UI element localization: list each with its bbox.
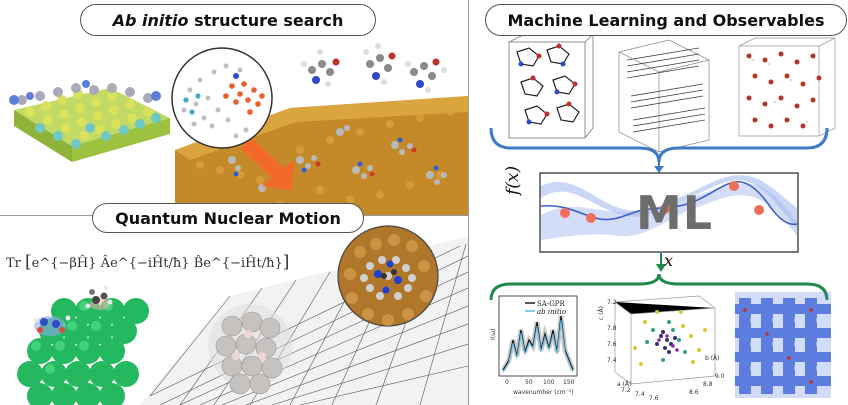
scatter-3d-plot: 7.8 7.6 7.4 7.2 c (Å) 7.2 7.4 7.6 a (Å) … bbox=[598, 295, 725, 402]
spectrum-plot: SA-GPR ab initio 0 50 100 150 wavenumber… bbox=[490, 295, 578, 396]
crystal-box-3 bbox=[738, 37, 836, 137]
orange-arrow bbox=[240, 138, 294, 190]
spectrum-tick-100: 100 bbox=[543, 379, 555, 386]
ring-polymer-molecule bbox=[33, 285, 113, 336]
title-rest-part: structure search bbox=[194, 10, 344, 30]
fx-axis-label: f(x) bbox=[503, 165, 523, 195]
trace-argument: e^{−βĤ} Âe^{−iĤt/ħ} B̂e^{−iĤt/ħ} bbox=[31, 256, 283, 271]
structure-search-illustration bbox=[9, 43, 468, 215]
crystal-box-2 bbox=[618, 39, 710, 153]
ml-observables-title: Machine Learning and Observables bbox=[485, 4, 847, 36]
spectrum-legend-2: ab initio bbox=[537, 308, 566, 316]
scatter-axis-c: c (Å) bbox=[598, 306, 605, 320]
crystal-box-1 bbox=[508, 33, 594, 139]
spectrum-tick-0: 0 bbox=[505, 379, 509, 386]
spectrum-xlabel: wavenumber (cm⁻¹) bbox=[513, 389, 574, 396]
quantum-nuclear-motion-title: Quantum Nuclear Motion bbox=[92, 203, 364, 233]
spectrum-legend-1: SA-GPR bbox=[537, 300, 566, 308]
ml-regression-plot bbox=[539, 172, 799, 253]
trace-equation: Tr [e^{−βĤ} Âe^{−iĤt/ħ} B̂e^{−iĤt/ħ}] bbox=[6, 252, 290, 272]
gold-surface-inset bbox=[337, 225, 439, 327]
arrow-down-1 bbox=[654, 160, 664, 173]
layered-slab bbox=[9, 80, 170, 162]
scatter-tick-b-2: 8.8 bbox=[703, 381, 713, 388]
x-axis-label: x bbox=[664, 251, 674, 270]
spectrum-tick-150: 150 bbox=[563, 379, 575, 386]
scatter-tick-a-3: 7.6 bbox=[649, 395, 659, 402]
arrow-down-2 bbox=[656, 253, 666, 272]
scatter-tick-a-1: 7.2 bbox=[621, 387, 631, 394]
molecule-structures bbox=[301, 43, 447, 93]
trace-operator: Tr bbox=[6, 256, 21, 271]
scatter-tick-a-2: 7.4 bbox=[635, 391, 645, 398]
scatter-tick-c-3: 7.4 bbox=[607, 357, 617, 364]
scatter-tick-b-1: 8.6 bbox=[689, 389, 699, 396]
green-bracket bbox=[489, 273, 829, 301]
scatter-axis-b: b (Å) bbox=[705, 355, 720, 362]
quantum-nuclear-motion-illustration bbox=[17, 225, 468, 405]
structure-search-title: Ab initio structure search bbox=[80, 4, 376, 36]
spectrum-tick-50: 50 bbox=[525, 379, 533, 386]
vertical-divider bbox=[468, 0, 469, 405]
ml-observables-illustration: SA-GPR ab initio 0 50 100 150 wavenumber… bbox=[489, 33, 836, 402]
green-cluster bbox=[17, 298, 149, 405]
title-italic-part: Ab initio bbox=[112, 10, 189, 30]
ml-label: ML bbox=[636, 186, 714, 240]
energy-landscape-inset bbox=[171, 47, 273, 149]
porous-network bbox=[735, 292, 831, 398]
scatter-tick-c-1: 7.8 bbox=[607, 325, 617, 332]
scatter-tick-c-4: 7.2 bbox=[607, 299, 617, 306]
scatter-tick-c-2: 7.6 bbox=[607, 341, 617, 348]
scatter-axis-a: a (Å) bbox=[617, 381, 631, 388]
silver-cluster bbox=[208, 304, 292, 395]
scatter-tick-b-3: 9.0 bbox=[715, 373, 725, 380]
spectrum-ylabel: I(ω) bbox=[490, 329, 497, 340]
